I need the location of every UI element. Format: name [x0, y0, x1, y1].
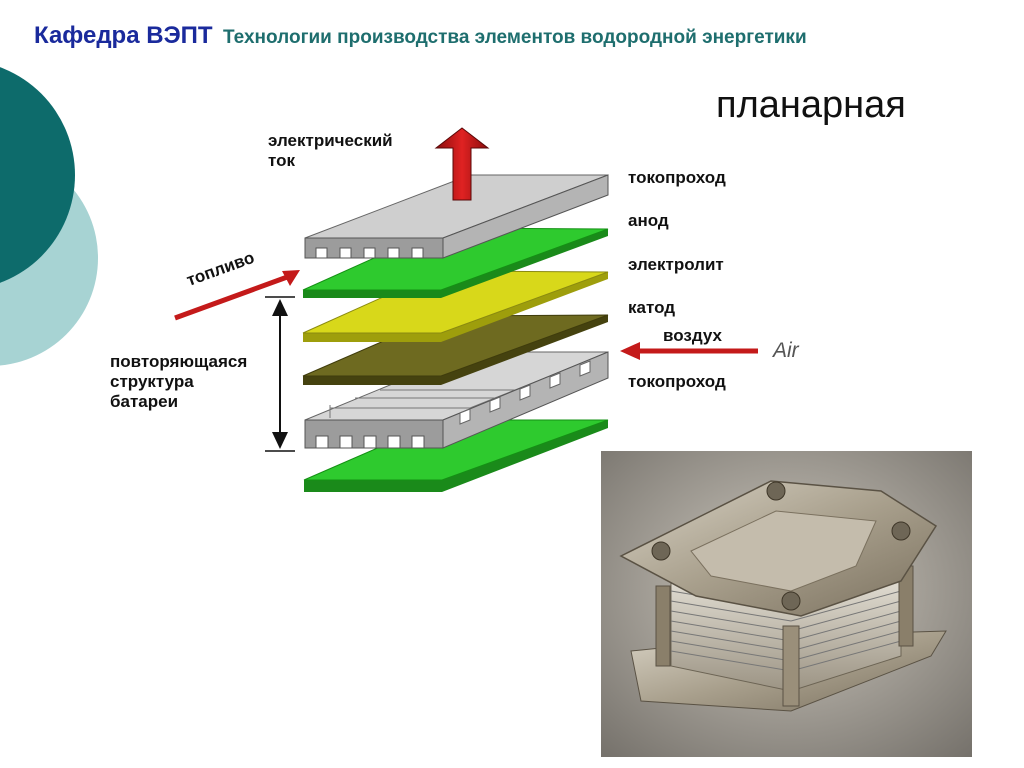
dark-teal-circle	[0, 67, 75, 283]
label-electrolyte: электролит	[628, 255, 724, 274]
label-electric-current: электрический ток	[268, 131, 393, 170]
air-arrow	[620, 342, 758, 360]
fuel-arrow	[174, 270, 300, 321]
fuel-cell-stack-photo	[601, 451, 972, 757]
label-air-ru: воздух	[663, 326, 722, 345]
label-bottom-collector: токопроход	[628, 372, 726, 391]
slide-header: Кафедра ВЭПТ Технологии производства эле…	[34, 22, 807, 50]
course-subtitle: Технологии производства элементов водоро…	[223, 27, 807, 48]
slide-title: планарная	[716, 84, 906, 126]
department-name: Кафедра ВЭПТ	[34, 22, 213, 49]
current-up-arrow	[434, 127, 490, 201]
label-anode: анод	[628, 211, 669, 230]
label-cathode: катод	[628, 298, 676, 317]
label-top-collector: токопроход	[628, 168, 726, 187]
label-repeating-structure: повторяющаяся структура батареи	[110, 352, 248, 411]
decorative-circles	[0, 67, 98, 366]
top-collector-plate	[304, 174, 609, 259]
bottom-collector-plate	[304, 351, 609, 449]
label-air-en: Air	[773, 339, 799, 362]
repeat-dimension-arrow	[265, 296, 295, 452]
